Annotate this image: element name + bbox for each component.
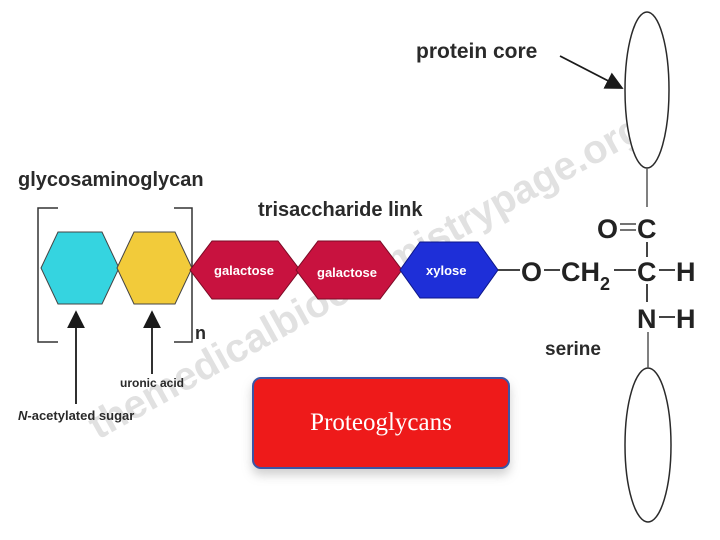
title-box: Proteoglycans — [252, 377, 510, 469]
carbonyl-c-atom: C — [637, 214, 657, 244]
n-acetylated-sugar-label: N-acetylated sugar — [18, 408, 134, 423]
uronic-acid-hexagon — [116, 231, 193, 305]
protein-core-arrow — [559, 55, 624, 89]
amine-h-atom: H — [676, 304, 696, 334]
page-title: Proteoglycans — [310, 409, 452, 436]
n-prefix: N — [18, 408, 28, 423]
xylose-label: xylose — [426, 263, 466, 278]
glycosaminoglycan-label: glycosaminoglycan — [18, 169, 204, 191]
protein-core-label: protein core — [416, 40, 537, 63]
ch2-group: CH2 — [561, 257, 610, 294]
galactose-label-2: galactose — [317, 265, 377, 280]
serine-label: serine — [545, 339, 601, 360]
carbonyl-o-atom: O — [597, 214, 618, 244]
ch-text: CH — [561, 257, 600, 287]
trisaccharide-link-label: trisaccharide link — [258, 199, 423, 221]
amine-n-atom: N — [637, 304, 657, 334]
serine-o-atom: O — [521, 257, 542, 287]
uronic-acid-label: uronic acid — [120, 376, 184, 390]
alpha-h-atom: H — [676, 257, 696, 287]
protein-core-upper — [624, 11, 670, 169]
repeat-subscript: n — [195, 323, 206, 343]
alpha-c-atom: C — [637, 257, 657, 287]
ch2-subscript: 2 — [600, 274, 610, 294]
acetylated-sugar-text: -acetylated sugar — [27, 408, 134, 423]
n-acetylated-sugar-hexagon — [40, 231, 120, 305]
repeat-bracket-left — [37, 207, 58, 343]
protein-core-lower — [624, 367, 672, 523]
galactose-label-1: galactose — [214, 263, 274, 278]
repeat-bracket-right — [174, 207, 193, 343]
